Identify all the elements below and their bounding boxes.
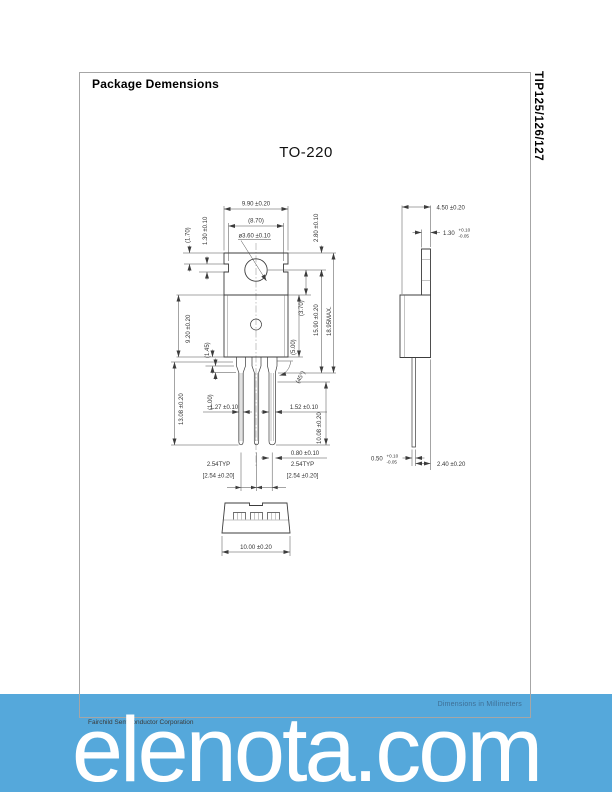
lead-middle xyxy=(251,357,262,446)
side-lead xyxy=(411,357,416,448)
body-dimple xyxy=(250,318,262,331)
front-view-dimension-lines xyxy=(171,206,336,491)
lead-right xyxy=(267,357,278,446)
dim-lead-length-right: 10.08 ±0.20 xyxy=(317,412,323,444)
dim-front-inner-width: (8.70) xyxy=(248,219,264,225)
dim-notch-height: 1.30 ±0.10 xyxy=(203,216,209,245)
dim-pitch-typ-left: 2.54TYP xyxy=(207,462,230,468)
dim-pitch-typ-right: 2.54TYP xyxy=(291,462,314,468)
dim-shoulder-ref: (1.45) xyxy=(205,342,211,358)
dim-tab-thickness-plus: +0.10 xyxy=(459,228,471,233)
dim-tab-thickness: 1.30 xyxy=(443,231,455,237)
dim-body-height: 9.20 ±0.20 xyxy=(186,314,192,343)
dim-tab-top-to-hole: 2.80 ±0.10 xyxy=(314,213,320,242)
side-view xyxy=(399,248,431,448)
part-number-sidebar: TIP125/126/127 xyxy=(532,71,544,162)
package-name-title: TO-220 xyxy=(279,144,333,161)
side-view-dimension-labels: 4.50 ±0.20 1.30 +0.10 -0.05 0.50 +0.10 -… xyxy=(371,206,471,469)
dim-body-ref: (5.00) xyxy=(291,339,297,355)
dim-tab-top-to-notch: (1.70) xyxy=(186,227,192,243)
dim-side-lead-thickness-plus: +0.10 xyxy=(387,454,399,459)
dim-side-lead-thickness: 0.50 xyxy=(371,457,383,463)
watermark-text: elenota.com xyxy=(71,699,543,801)
dim-side-lead-thickness-minus: -0.05 xyxy=(387,460,398,465)
units-note: Dimensions in Millimeters xyxy=(437,701,522,708)
dim-overall-height: 18.95MAX. xyxy=(327,306,333,336)
dim-lead-root-ref: (1.00) xyxy=(208,394,214,410)
front-view-dimension-labels: 9.90 ±0.20 (8.70) ø3.60 ±0.10 (1.70) 1.3… xyxy=(179,202,333,480)
dim-lead-to-back: 2.40 ±0.20 xyxy=(437,462,466,468)
dim-lead-seating-height: 15.90 ±0.20 xyxy=(314,304,320,336)
dim-lead-length-left: 13.08 ±0.20 xyxy=(179,393,185,425)
footer-copyright-text: Fairchild Semiconductor Corporation xyxy=(88,719,194,726)
page-title: Package Demensions xyxy=(92,77,219,91)
dim-lead-thickness: 0.80 ±0.10 xyxy=(291,451,320,457)
dim-side-depth: 4.50 ±0.20 xyxy=(437,206,466,212)
dim-front-overall-width: 9.90 ±0.20 xyxy=(242,202,271,208)
dim-lead-width-left: 1.27 ±0.10 xyxy=(210,405,239,411)
dim-chamfer-angle: (45°) xyxy=(295,370,306,384)
dim-pitch-tol-right: [2.54 ±0.20] xyxy=(287,474,319,480)
dim-lead-width-right: 1.52 ±0.10 xyxy=(290,405,319,411)
dim-hole-diameter: ø3.60 ±0.10 xyxy=(239,234,272,240)
dim-pitch-tol-left: [2.54 ±0.20] xyxy=(203,474,235,480)
lead-left xyxy=(236,357,246,446)
bottom-view-dimension-lines xyxy=(221,536,291,556)
page-border-frame xyxy=(79,72,531,718)
dim-tab-thickness-minus: -0.05 xyxy=(459,234,470,239)
side-view-dimension-lines xyxy=(401,205,440,470)
bottom-view xyxy=(221,502,291,534)
watermark-banner xyxy=(0,694,612,792)
dim-hole-to-body-ref: (3.70) xyxy=(299,300,305,316)
mounting-hole xyxy=(244,258,268,282)
side-body-outline xyxy=(399,294,431,358)
dim-bottom-width: 10.00 ±0.20 xyxy=(240,545,272,551)
bottom-outline xyxy=(221,502,291,534)
